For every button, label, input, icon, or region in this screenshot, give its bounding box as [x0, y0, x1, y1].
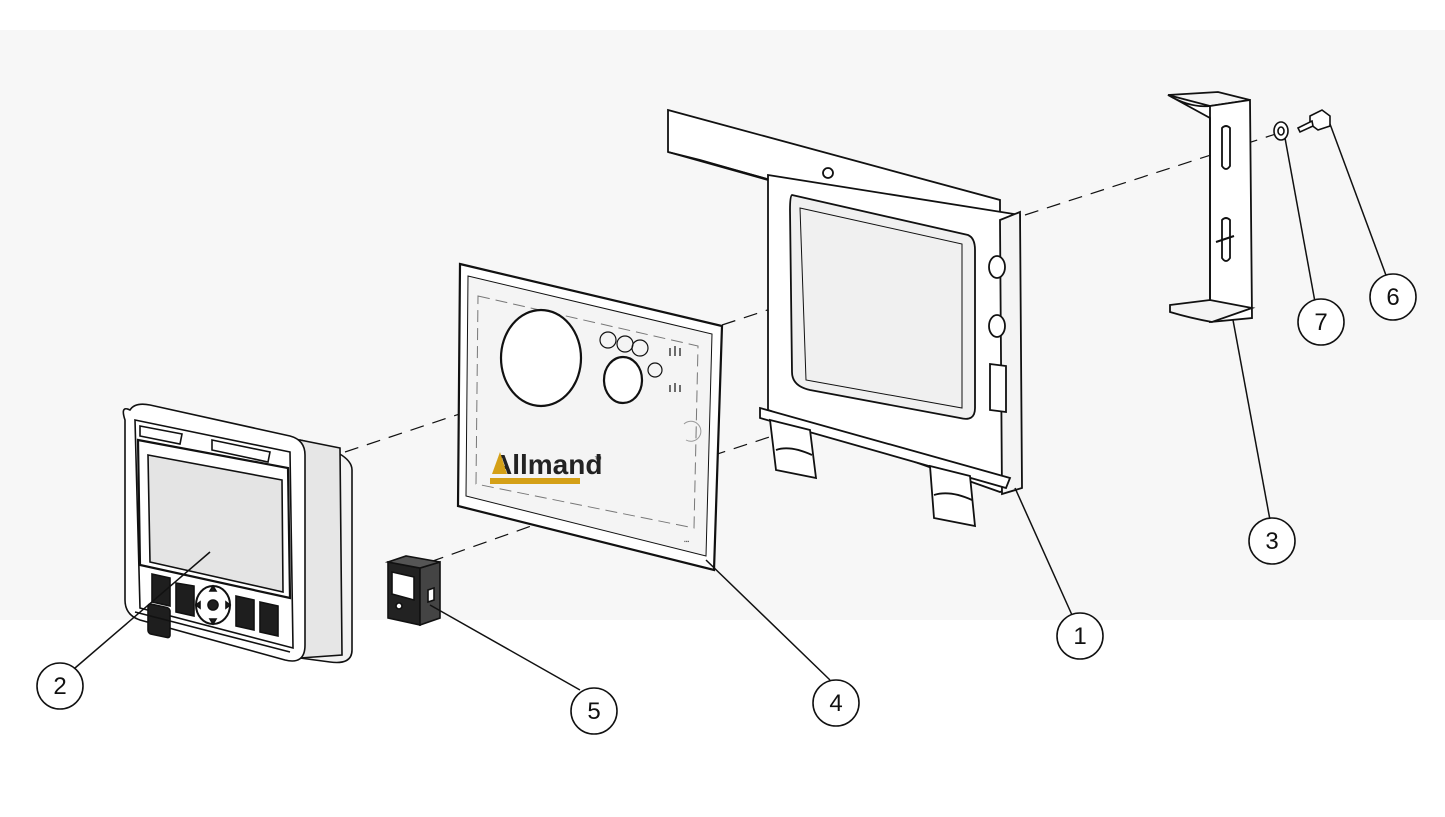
- callout-7-label: 7: [1314, 309, 1327, 336]
- display-button-1: [147, 603, 171, 639]
- callout-1-label: 1: [1073, 623, 1086, 650]
- allmand-logo: Allmand ™: [490, 449, 602, 484]
- callout-6: 6: [1369, 273, 1417, 321]
- svg-text:▪▪▪: ▪▪▪: [684, 539, 690, 545]
- mounting-bracket: [667, 108, 1023, 528]
- leader-lines: [74, 123, 1388, 691]
- brand-accent-bar: [490, 478, 580, 484]
- callout-7: 7: [1297, 298, 1345, 346]
- brand-label: Allmand: [492, 449, 602, 480]
- overlay-decal: Allmand ™ ▪▪▪: [456, 262, 724, 572]
- callouts: 1 2 3 4 5 6 7: [36, 273, 1417, 735]
- brand-accent-mark: [492, 452, 507, 474]
- callout-5: 5: [570, 687, 618, 735]
- washer: [1273, 121, 1289, 141]
- callout-2-label: 2: [53, 673, 66, 700]
- callout-4: 4: [812, 679, 860, 727]
- callout-3: 3: [1248, 517, 1296, 565]
- callout-5-label: 5: [587, 698, 600, 725]
- callout-2: 2: [36, 662, 84, 710]
- callout-6-label: 6: [1386, 284, 1399, 311]
- brand-trademark: ™: [594, 455, 602, 464]
- callout-3-label: 3: [1265, 528, 1278, 555]
- rocker-switch: [384, 555, 441, 627]
- display-module: [122, 403, 353, 664]
- side-bracket: [1167, 91, 1256, 323]
- callout-1: 1: [1056, 612, 1104, 660]
- callout-4-label: 4: [829, 690, 842, 717]
